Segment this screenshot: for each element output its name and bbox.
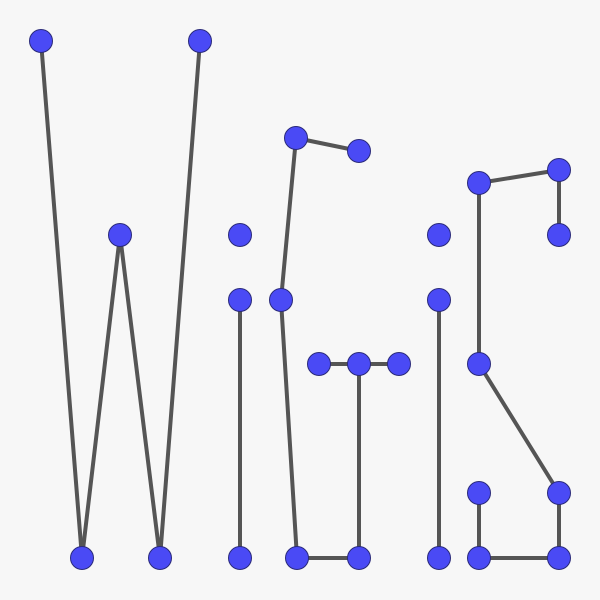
edge-n21-n22 [477, 168, 561, 185]
node-n17[interactable] [427, 223, 451, 247]
edge-n4-n5 [158, 39, 202, 560]
node-n18[interactable] [427, 288, 451, 312]
edge-n23-n24 [477, 362, 561, 495]
node-n7[interactable] [228, 288, 252, 312]
node-n26[interactable] [467, 481, 491, 505]
node-n20[interactable] [467, 546, 491, 570]
node-n11[interactable] [269, 288, 293, 312]
node-n22[interactable] [547, 158, 571, 182]
node-n19[interactable] [427, 546, 451, 570]
node-n5[interactable] [188, 29, 212, 53]
node-n24[interactable] [547, 481, 571, 505]
node-n21[interactable] [467, 171, 491, 195]
node-n27[interactable] [547, 546, 571, 570]
nodes-layer [29, 29, 571, 570]
node-n10[interactable] [347, 139, 371, 163]
node-n14[interactable] [347, 352, 371, 376]
node-n25[interactable] [547, 223, 571, 247]
node-n8[interactable] [228, 546, 252, 570]
node-n3[interactable] [108, 223, 132, 247]
edge-n1-n2 [39, 39, 84, 560]
node-n16[interactable] [387, 352, 411, 376]
node-n13[interactable] [347, 546, 371, 570]
edge-n11-n9 [279, 136, 298, 302]
edge-n2-n3 [80, 233, 122, 560]
node-n1[interactable] [29, 29, 53, 53]
node-n6[interactable] [228, 223, 252, 247]
node-n9[interactable] [284, 126, 308, 150]
node-n15[interactable] [307, 352, 331, 376]
edge-n11-n12 [279, 298, 299, 560]
node-n12[interactable] [285, 546, 309, 570]
node-n23[interactable] [467, 352, 491, 376]
node-n2[interactable] [70, 546, 94, 570]
edge-n3-n4 [118, 233, 162, 560]
node-n4[interactable] [148, 546, 172, 570]
